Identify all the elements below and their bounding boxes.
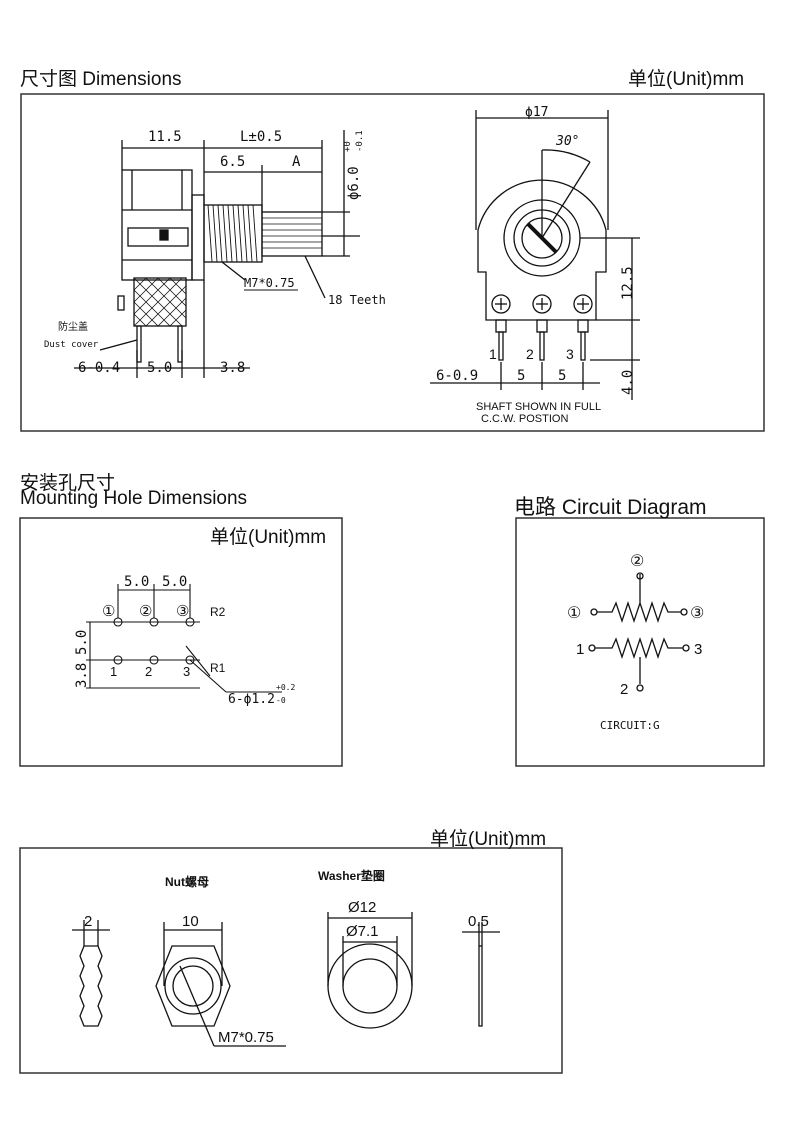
pin-3: 3: [566, 346, 574, 362]
dimensions-unit: 单位(Unit)mm: [628, 69, 745, 90]
teeth-label: 18 Teeth: [328, 293, 386, 307]
circ-circled-1: ①: [567, 603, 581, 622]
nut-hex: [155, 945, 231, 1027]
dim-4-0: 4.0: [620, 370, 636, 395]
dim-12-5: 12.5: [620, 266, 636, 300]
circ-caption: CIRCUIT:G: [600, 719, 660, 732]
dim-L: L±0.5: [240, 129, 282, 145]
mh-pin-3: 3: [183, 664, 190, 679]
mh-circled-2: ②: [139, 602, 152, 620]
nut-dim-2: 2: [84, 913, 92, 930]
thread-label: M7*0.75: [244, 276, 295, 290]
mh-dim-5v: 5.0: [74, 630, 90, 655]
dim-6-5: 6.5: [220, 154, 245, 170]
circ-node-2: 2: [620, 681, 628, 698]
washer-label: Washer垫圈: [318, 868, 385, 883]
knurled-shaft: [261, 211, 323, 257]
front-view: [430, 110, 640, 400]
circ-node-1: 1: [576, 641, 584, 658]
washer-dim-7-1: Ø7.1: [346, 923, 379, 940]
mh-circled-1: ①: [102, 602, 115, 620]
dim-A: A: [292, 154, 301, 170]
mh-hole-tol-up: +0.2: [276, 683, 295, 692]
mounting-title-en: Mounting Hole Dimensions: [20, 488, 248, 509]
dim-phi6-tol-dn: -0.1: [355, 130, 365, 152]
mh-r1: R1: [210, 661, 226, 675]
circuit-title: 电路 Circuit Diagram: [514, 496, 707, 519]
dim-phi6: ϕ6.0: [346, 166, 362, 200]
note-ccw: C.C.W. POSTION: [481, 413, 568, 425]
nut-washer-unit: 单位(Unit)mm: [430, 829, 547, 850]
washer-side: [478, 945, 483, 1027]
dim-6-0-4: 6-0.4: [78, 360, 120, 376]
dim-5b: 5: [558, 368, 566, 384]
mounting-title-cn: 安装孔尺寸: [20, 473, 116, 494]
nut-side: [79, 945, 103, 1027]
dim-5-0: 5.0: [147, 360, 172, 376]
mounting-unit: 单位(Unit)mm: [210, 527, 327, 548]
dimensions-frame: [20, 93, 765, 432]
dim-11-5: 11.5: [148, 129, 182, 145]
dim-phi17: ϕ17: [525, 105, 548, 120]
dust-cover-cn: 防尘盖: [58, 320, 88, 333]
dust-cover-en: Dust cover: [44, 340, 99, 350]
mounting-hole-drawing: [86, 584, 282, 693]
front-body: [477, 179, 607, 321]
circ-node-3: 3: [694, 641, 702, 658]
nut-label: Nut螺母: [165, 874, 209, 889]
mh-dim-3-8: 3.8: [74, 663, 90, 688]
dust-cover: [133, 277, 187, 327]
mh-dim-5a: 5.0: [124, 574, 149, 590]
mh-hole-tol-dn: -0: [276, 696, 286, 705]
nut-washer-drawing: [72, 912, 500, 1047]
mh-circled-3: ③: [176, 602, 189, 620]
dim-6-0-9: 6-0.9: [436, 368, 478, 384]
note-shaft: SHAFT SHOWN IN FULL: [476, 401, 601, 413]
mh-hole: 6-ϕ1.2: [228, 692, 275, 707]
washer-inner: [342, 958, 398, 1014]
dim-3-8: 3.8: [220, 360, 245, 376]
dim-30deg: 30°: [555, 134, 579, 149]
dim-phi6-tol-up: +0: [343, 141, 353, 152]
dim-5a: 5: [517, 368, 525, 384]
nut-dim-10: 10: [182, 913, 199, 930]
circ-circled-3: ③: [690, 603, 704, 622]
dimensions-title: 尺寸图 Dimensions: [20, 69, 182, 90]
circ-circled-2: ②: [630, 551, 644, 570]
side-view: [74, 130, 360, 378]
mounting-frame: [19, 517, 343, 767]
washer-dim-12: Ø12: [348, 899, 376, 916]
nut-washer-frame: [19, 847, 563, 1074]
mh-pin-1: 1: [110, 664, 117, 679]
circuit-drawing: [588, 572, 690, 692]
pin-2: 2: [526, 346, 534, 362]
mh-r2: R2: [210, 605, 226, 619]
pin-1: 1: [489, 346, 497, 362]
circuit-frame: [515, 517, 765, 767]
washer-dim-0-5: 0.5: [468, 913, 489, 930]
nut-thread: M7*0.75: [218, 1029, 274, 1046]
mh-pin-2: 2: [145, 664, 152, 679]
washer-outer: [327, 943, 413, 1029]
mh-dim-5b: 5.0: [162, 574, 187, 590]
